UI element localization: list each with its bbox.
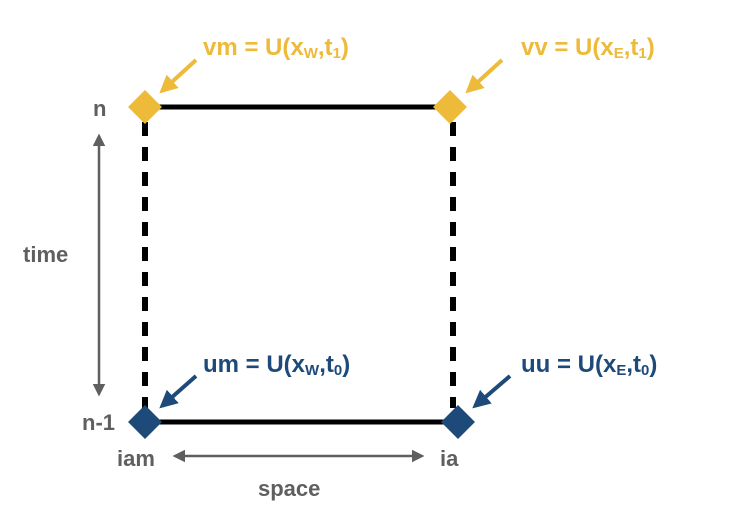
label-iam: iam	[117, 446, 155, 471]
label-vv: vv = U(xE,t1)	[521, 34, 655, 62]
node-uu-diamond	[441, 405, 475, 439]
vm-pointer-arrow	[159, 58, 198, 94]
label-vm: vm = U(xW,t1)	[203, 34, 349, 62]
label-uu: uu = U(xE,t0)	[521, 351, 657, 379]
node-vv-diamond	[433, 90, 467, 124]
vv-pointer-arrow	[465, 58, 504, 94]
label-n-minus-1: n-1	[82, 410, 115, 435]
node-vm-diamond	[128, 90, 162, 124]
um-pointer-arrow	[159, 374, 198, 409]
label-ia: ia	[440, 446, 459, 471]
label-time: time	[23, 242, 68, 267]
node-um-diamond	[128, 405, 162, 439]
label-space: space	[258, 476, 320, 501]
uu-pointer-arrow	[472, 374, 512, 409]
label-um: um = U(xW,t0)	[203, 351, 350, 379]
label-n: n	[93, 96, 106, 121]
